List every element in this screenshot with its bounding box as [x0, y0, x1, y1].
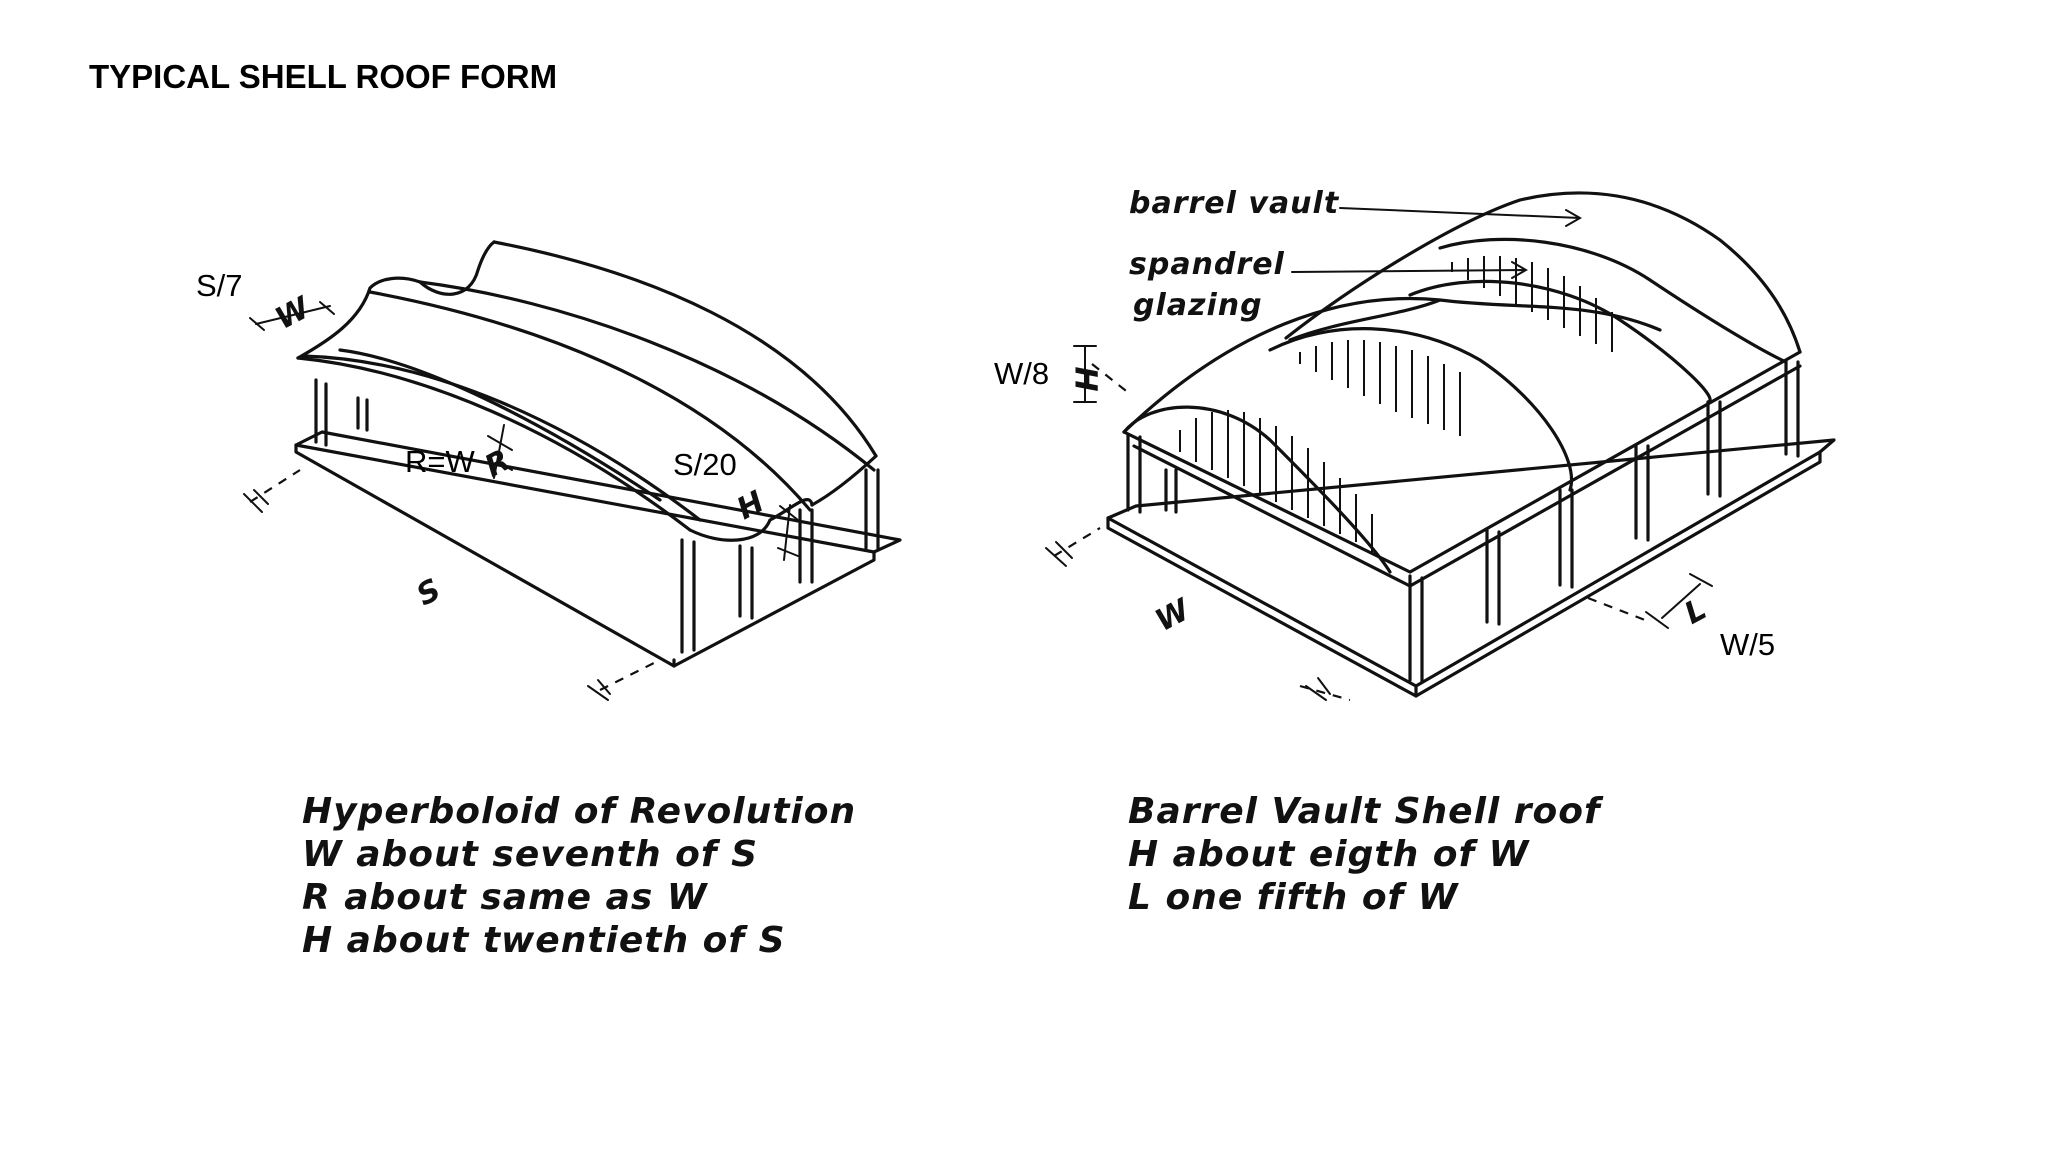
left-roof-shells: [296, 240, 878, 542]
dim-letter-h-right: H: [1067, 366, 1103, 393]
left-caption-line: H about twentieth of S: [302, 920, 786, 961]
left-caption-line: W about seventh of S: [302, 834, 758, 875]
label-s20: S/20: [673, 447, 737, 482]
right-caption-line: L one fifth of W: [1128, 877, 1459, 918]
note-spandrel: spandrel: [1129, 247, 1285, 282]
right-caption-line: Barrel Vault Shell roof: [1128, 791, 1601, 832]
label-r-equals-w: R=W: [405, 444, 475, 479]
left-base-slab: [294, 430, 902, 668]
label-w8: W/8: [994, 356, 1050, 391]
left-dimension-marks: [243, 301, 799, 701]
right-caption-line: H about eigth of W: [1128, 834, 1530, 875]
right-caption: Barrel Vault Shell roof H about eigth of…: [1128, 790, 1601, 919]
right-columns: [1126, 360, 1800, 684]
label-s7: S/7: [196, 268, 243, 303]
right-barrel-vaults: [1122, 191, 1802, 574]
right-base-slab: [1106, 438, 1836, 698]
spandrel-glazing-hatching: [1179, 256, 1613, 552]
slide-title: TYPICAL SHELL ROOF FORM: [89, 58, 558, 95]
right-dimension-marks: [1045, 345, 1713, 702]
note-glazing: glazing: [1133, 288, 1263, 323]
left-caption-line: Hyperboloid of Revolution: [302, 791, 857, 832]
right-leader-arrows: [1291, 207, 1583, 279]
right-perimeter-beam: [1122, 350, 1802, 588]
note-barrel-vault: barrel vault: [1129, 186, 1340, 221]
left-caption-line: R about same as W: [302, 877, 708, 918]
label-w5: W/5: [1720, 627, 1776, 662]
left-columns: [314, 378, 880, 654]
left-caption: Hyperboloid of Revolution W about sevent…: [302, 790, 856, 962]
